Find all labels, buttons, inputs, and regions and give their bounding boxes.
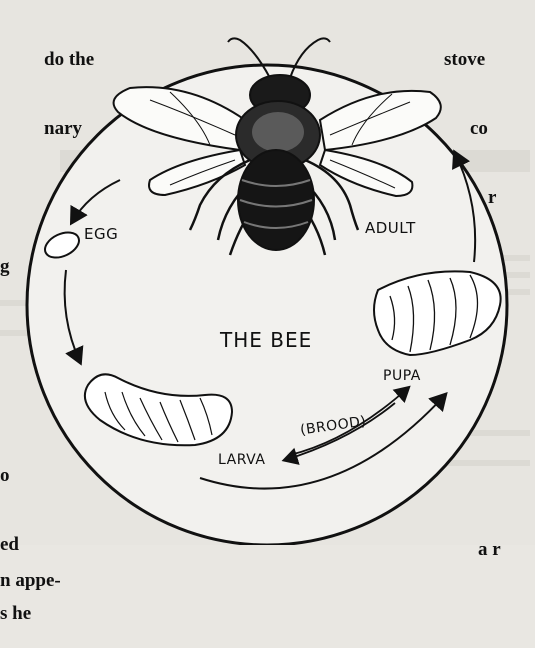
stage-label-pupa: PUPA [383, 368, 421, 384]
bee-life-cycle-diagram [0, 0, 535, 545]
stage-label-larva: LARVA [218, 452, 265, 468]
text-line: n appe- [0, 569, 61, 592]
diagram-title: THE BEE [220, 328, 312, 352]
stage-label-adult: ADULT [365, 219, 416, 237]
stage-label-egg: EGG [84, 225, 118, 243]
